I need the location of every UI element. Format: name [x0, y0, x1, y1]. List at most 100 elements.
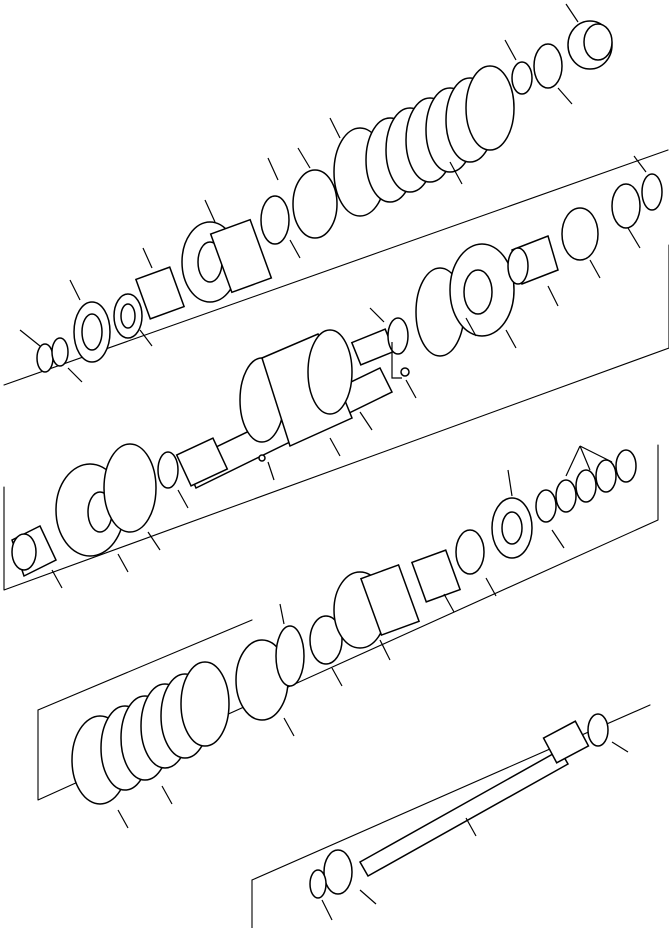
leader-d5 [331, 667, 343, 687]
leader-u6 [204, 199, 216, 223]
center-shaft-assembly [175, 155, 663, 490]
clutch-disc-l5 [180, 661, 230, 747]
leader-u8 [297, 147, 311, 169]
carrier-drum-back [307, 329, 353, 415]
seal-ring-pump [157, 451, 179, 489]
snap-ring-2 [51, 337, 69, 367]
snap-ring-lower-3 [575, 469, 597, 503]
leader-o4 [321, 899, 333, 921]
leader-c6 [465, 317, 477, 337]
assembly-frames [3, 149, 669, 928]
leader-d11a [565, 445, 581, 477]
bracket-c [391, 342, 402, 379]
leader-d11c [579, 445, 613, 463]
leader-u5 [142, 247, 153, 269]
thrust-washer-lower-b [455, 529, 485, 575]
snap-ring-lower-1 [535, 489, 557, 523]
leader-u11 [449, 161, 463, 185]
bearing-output [323, 849, 353, 895]
needle-bearing-lower [410, 549, 462, 603]
leader-u1 [19, 329, 41, 347]
seal-ring-center [387, 317, 409, 355]
snap-ring-center-right [641, 173, 663, 211]
bearing-center-right [611, 183, 641, 229]
leader-c9 [589, 259, 601, 279]
cone-left-face [11, 533, 37, 571]
leader-d11b [579, 445, 591, 471]
piston-housing-bore [463, 269, 493, 315]
pin-small [258, 454, 266, 462]
left-housing-assembly [11, 443, 189, 589]
ring-upper-a [260, 195, 290, 245]
leader-d9 [507, 469, 513, 497]
check-ball [400, 367, 410, 377]
gear-upper-hub [209, 218, 273, 294]
leader-l3 [147, 531, 161, 551]
leader-u9 [289, 239, 301, 259]
spring-upper-inner [583, 23, 613, 61]
snap-ring-lower-5 [615, 449, 637, 483]
output-shaft [358, 748, 570, 878]
frame-lower-band [37, 444, 659, 801]
leader-d10 [551, 529, 565, 549]
snap-ring-lower-a [275, 625, 305, 687]
leader-d2 [161, 785, 173, 805]
leader-u12 [504, 39, 517, 61]
frame-middle-band [3, 244, 669, 591]
clutch-disc-u6 [465, 65, 515, 151]
frame-upper-edge [3, 149, 669, 386]
cone-sleeve-face [507, 247, 529, 285]
leader-o2 [465, 817, 477, 837]
leader-d1 [117, 809, 129, 829]
leader-d7 [443, 593, 455, 613]
leader-l2 [117, 553, 129, 573]
spring-center [561, 207, 599, 261]
leader-d3 [283, 717, 295, 737]
leader-c7 [505, 329, 517, 349]
leader-c4 [369, 307, 385, 323]
snap-ring-output-right [587, 713, 609, 747]
thrust-washer-upper-hole [120, 303, 136, 329]
frame-bottom-edge [251, 704, 651, 881]
o-ring-pump [103, 443, 157, 533]
leader-u14 [565, 3, 579, 23]
leader-u10 [329, 117, 341, 139]
leader-o1 [611, 741, 629, 753]
needle-bearing-upper [134, 266, 186, 320]
lower-clutch-assembly [71, 445, 637, 829]
leader-d4 [279, 603, 285, 625]
leader-c10 [627, 227, 641, 249]
leader-c1 [267, 461, 275, 481]
output-shaft-head [542, 720, 590, 764]
leader-c3 [359, 411, 373, 431]
leader-l4 [177, 489, 189, 509]
leader-l1 [51, 569, 63, 589]
leader-c2 [329, 437, 341, 457]
leader-d6 [379, 639, 391, 661]
snap-ring-lower-4 [595, 459, 617, 493]
leader-c11 [633, 155, 647, 173]
leader-d8 [485, 577, 497, 597]
leader-u2 [67, 367, 83, 383]
snap-ring-output-left [309, 869, 327, 899]
frame-lower-top-edge [37, 619, 253, 711]
snap-ring-lower-2 [555, 479, 577, 513]
upper-shaft-assembly [19, 3, 613, 383]
leader-c5 [405, 379, 417, 399]
leader-o3 [359, 889, 377, 905]
leader-u3 [69, 279, 81, 301]
output-shaft-assembly [309, 713, 629, 921]
shaft-spline-left [175, 437, 229, 487]
spring-retainer-upper [533, 43, 563, 89]
snap-ring-upper-right [511, 61, 533, 95]
thrust-washer-lower [309, 615, 343, 665]
bearing-lower-inner [501, 511, 523, 545]
leader-c8 [547, 285, 559, 307]
leader-u4 [139, 329, 153, 347]
gear-lower-hub [359, 564, 421, 636]
bearing-upper-left-inner [81, 313, 103, 351]
carrier-drum-body [261, 333, 353, 448]
retainer-plate-upper [292, 169, 338, 239]
leader-u13 [557, 87, 573, 105]
